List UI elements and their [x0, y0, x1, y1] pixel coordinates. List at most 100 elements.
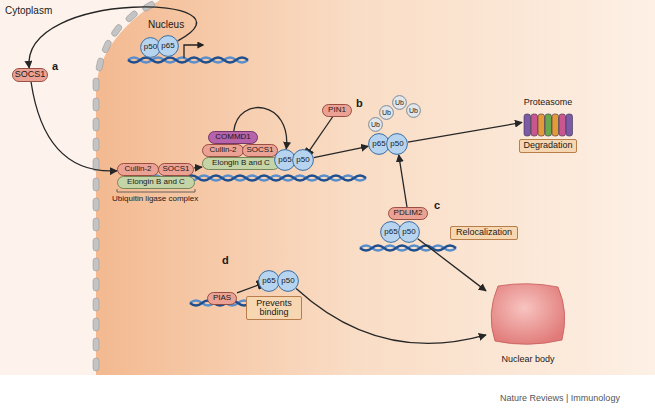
- outline: [380, 106, 394, 120]
- arrow-connector: [194, 166, 202, 168]
- protein-pill: Elongin B and C: [117, 176, 195, 189]
- node-text: p65: [278, 156, 291, 164]
- arrow-connector: [418, 239, 486, 291]
- callout-letter: b: [356, 97, 363, 109]
- proteasome-ring: [559, 114, 566, 136]
- proteasome-ring: [524, 114, 531, 136]
- protein-circle: p50: [292, 149, 314, 171]
- outline: [118, 164, 159, 176]
- arrow-connector: [31, 82, 117, 171]
- outline: [491, 284, 565, 345]
- proteasome-icon-outline: [522, 113, 574, 137]
- proteasome-icon: Proteasome: [522, 98, 574, 138]
- node-text: p65: [161, 42, 174, 50]
- process-box: Relocalization: [450, 226, 518, 240]
- outline: [389, 208, 428, 220]
- protein-pill: Elongin B and C: [202, 157, 280, 170]
- node-text: SOCS1: [15, 70, 46, 79]
- protein-pill: Cullin-2: [117, 163, 159, 176]
- outline: [209, 132, 258, 144]
- node-text: Elongin B and C: [212, 159, 270, 167]
- node-text: p65: [372, 140, 385, 148]
- outline: [247, 297, 302, 320]
- proteasome-ring: [545, 114, 552, 136]
- node-text: p65: [384, 228, 397, 236]
- arrow-connector: [314, 146, 368, 157]
- protein-pill: PIN1: [322, 104, 352, 117]
- node-text: COMMD1: [215, 133, 251, 141]
- protein-circle: p65: [258, 270, 280, 292]
- node-text: Elongin B and C: [127, 178, 185, 186]
- protein-pill: SOCS1: [242, 144, 278, 157]
- arrow-connector: [296, 288, 486, 343]
- outline: [203, 145, 244, 157]
- node-text: Ub: [382, 109, 391, 116]
- inhibition-connector: [237, 285, 259, 293]
- outline: [520, 140, 577, 153]
- node-text: PDLIM2: [394, 209, 423, 217]
- protein-pill: SOCS1: [158, 163, 194, 176]
- outline: [407, 104, 421, 118]
- node-text: p50: [390, 140, 403, 148]
- node-text: SOCS1: [246, 146, 273, 154]
- protein-pill: SOCS1: [12, 68, 48, 82]
- complex-bracket: [117, 189, 195, 192]
- node-text: p50: [296, 156, 309, 164]
- node-text: p65: [262, 277, 275, 285]
- nuclear-body: Nuclear body: [486, 282, 570, 364]
- node-text: PIAS: [213, 294, 231, 302]
- outline: [393, 96, 407, 110]
- protein-pill: PIAS: [207, 292, 237, 305]
- node-text: Proteasome: [524, 98, 573, 107]
- outline: [259, 271, 280, 292]
- outline: [278, 271, 299, 292]
- inhibition-connector: [309, 117, 332, 151]
- protein-pill: Cullin-2: [202, 144, 244, 157]
- outline: [243, 145, 278, 157]
- process-box: Degradation: [519, 139, 577, 153]
- process-box: Prevents binding: [246, 296, 302, 320]
- arrow-connector: [408, 122, 522, 142]
- protein-pill: COMMD1: [208, 131, 258, 144]
- proteasome-ring: [531, 114, 538, 136]
- outline: [387, 134, 408, 155]
- region-label: Cytoplasm: [5, 5, 52, 16]
- ubiquitin-circle: Ub: [368, 117, 383, 132]
- arrow-connector: [399, 155, 407, 207]
- outline: [118, 177, 195, 189]
- dna-helix: [128, 58, 456, 306]
- proteasome-ring: [566, 114, 573, 136]
- ubiquitin-circle: Ub: [379, 105, 394, 120]
- node-text: p50: [144, 43, 157, 51]
- node-text: Cullin-2: [124, 165, 151, 173]
- ubiquitin-circle: Ub: [392, 95, 407, 110]
- protein-pill: PDLIM2: [388, 207, 428, 220]
- nuclear-body-outline: [486, 282, 570, 346]
- node-text: p50: [402, 228, 415, 236]
- outline: [13, 69, 48, 82]
- protein-circle: p50: [398, 221, 420, 243]
- transcription-arrow: [184, 45, 203, 58]
- callout-letter: a: [52, 60, 58, 72]
- node-text: p50: [281, 277, 294, 285]
- callout-letter: d: [222, 254, 229, 266]
- outline: [203, 158, 280, 170]
- credit-text: Nature Reviews | Immunology: [500, 393, 620, 403]
- proteasome-ring: [552, 114, 559, 136]
- region-label: Nucleus: [148, 19, 184, 30]
- node-text: Nuclear body: [501, 355, 554, 364]
- outline: [159, 164, 194, 176]
- protein-circle: p65: [157, 35, 179, 57]
- complex-label: Ubiquitin ligase complex: [112, 194, 198, 203]
- outline: [399, 222, 420, 243]
- nucleus-area: [96, 0, 655, 375]
- outline: [323, 105, 352, 117]
- node-text: Degradation: [523, 141, 572, 150]
- node-text: Cullin-2: [209, 146, 236, 154]
- outline: [369, 118, 383, 132]
- outline: [208, 293, 237, 305]
- protein-circle: p50: [386, 133, 408, 155]
- node-text: Ub: [371, 121, 380, 128]
